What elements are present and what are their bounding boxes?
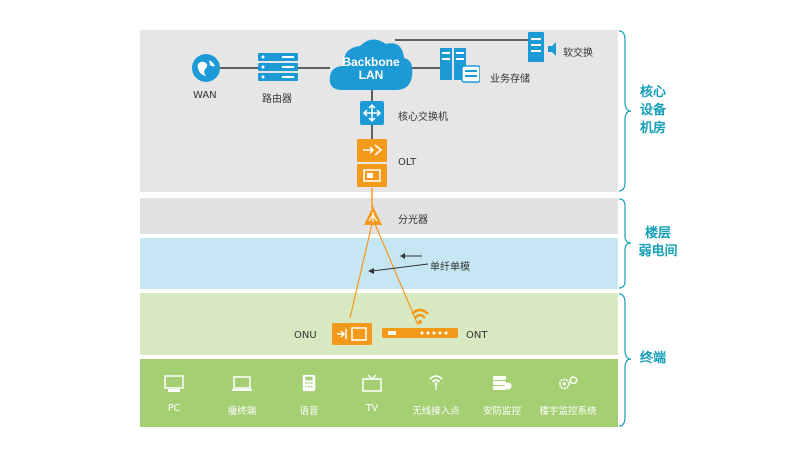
onu-band xyxy=(140,293,618,355)
camera-icon xyxy=(493,376,512,390)
olt-icon xyxy=(357,139,387,187)
floor-brace xyxy=(618,198,632,289)
terminal-label-camera: 安防监控 xyxy=(482,406,521,417)
softswitch-icon xyxy=(528,32,556,62)
terminal-label-building: 楼宇监控系统 xyxy=(539,406,597,417)
onu-label: ONU xyxy=(294,330,317,341)
phone-icon xyxy=(302,374,316,392)
router-icon xyxy=(258,53,298,81)
terminal-label-phone: 语音 xyxy=(299,406,319,417)
core-brace xyxy=(618,30,632,192)
gears-icon xyxy=(558,376,578,390)
terminal-label-tv: TV xyxy=(365,403,379,414)
core-layer-label: 核心 设备 机房 xyxy=(640,84,666,138)
olt-label: OLT xyxy=(398,157,417,168)
wifi-ap-icon xyxy=(429,375,443,390)
ont-icon xyxy=(382,308,458,338)
terminal-brace xyxy=(618,293,632,427)
splitter-label: 分光器 xyxy=(398,215,428,226)
fiber-pointer-arrow-head xyxy=(368,268,374,274)
wan-label: WAN xyxy=(193,90,217,101)
floor-band xyxy=(140,198,618,234)
globe-icon xyxy=(192,54,220,82)
softswitch-label: 软交换 xyxy=(563,48,593,59)
floor-layer-label: 楼层 弱电间 xyxy=(630,225,686,261)
backbone-line2: LAN xyxy=(358,68,384,82)
fiber-arrow-head xyxy=(400,253,405,259)
terminal-label-thin-client: 瘦终端 xyxy=(227,406,257,417)
terminal-label-wifi: 无线接入点 xyxy=(412,406,460,417)
ont-label: ONT xyxy=(466,330,488,341)
backbone-label: Backbone LAN xyxy=(328,56,414,82)
storage-server-icon xyxy=(440,48,480,83)
router-label: 路由器 xyxy=(262,94,292,105)
core-switch-label: 核心交换机 xyxy=(398,112,448,123)
pc-icon xyxy=(164,375,184,392)
fiber-pointer-arrow xyxy=(371,263,429,272)
terminal-layer-label: 终端 xyxy=(640,350,666,368)
terminal-layer-line1: 终端 xyxy=(640,351,667,366)
core-switch-icon xyxy=(360,101,384,125)
tv-icon xyxy=(362,374,382,392)
terminal-band xyxy=(140,359,618,427)
terminal-label-pc: PC xyxy=(167,403,181,414)
core-layer-line2: 设备 xyxy=(640,103,667,118)
floor-layer-line1: 楼层 xyxy=(644,226,671,241)
fiber-label: 单纤单模 xyxy=(430,262,470,273)
fiber-band xyxy=(140,238,618,289)
splitter-icon xyxy=(364,206,382,225)
cloud-icon xyxy=(329,39,413,90)
splitter-onu-fiber xyxy=(349,223,373,319)
onu-icon xyxy=(332,323,372,345)
storage-label: 业务存储 xyxy=(490,74,530,85)
core-layer-line1: 核心 xyxy=(640,85,667,100)
core-layer-line3: 机房 xyxy=(640,121,667,136)
floor-layer-line2: 弱电间 xyxy=(638,244,678,259)
splitter-ont-fiber xyxy=(374,223,419,326)
thin-client-icon xyxy=(232,376,252,391)
backbone-line1: Backbone xyxy=(342,55,400,69)
